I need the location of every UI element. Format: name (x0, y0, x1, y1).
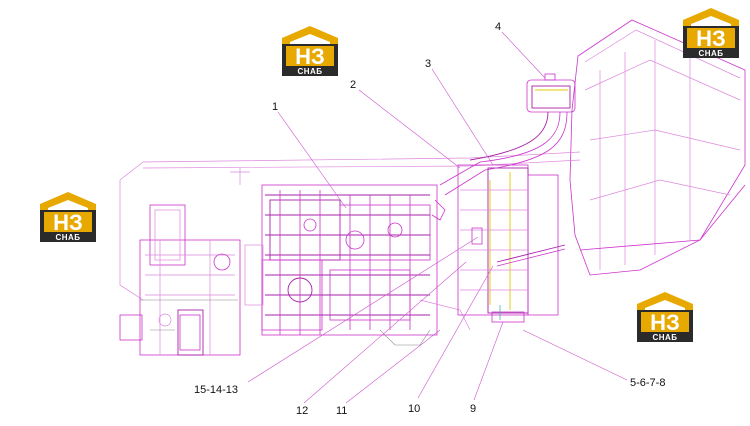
callout-labels: 1 2 3 4 5-6-7-8 9 10 11 12 15-14-13 (194, 21, 665, 417)
frame-rails (119, 151, 581, 301)
logo-top-text: НЗ (696, 26, 726, 51)
support-rod (496, 244, 566, 267)
leader-lines (247, 31, 628, 404)
radiator (457, 164, 559, 323)
logo-roof (282, 26, 338, 50)
callout-10: 10 (408, 403, 420, 415)
logo-top-text: НЗ (295, 44, 325, 69)
logo-bottom-text: СНАБ (652, 333, 677, 342)
logo-watermark-top-center: НЗ СНАБ (282, 26, 338, 76)
logo-watermark-bottom-right: НЗ СНАБ (637, 292, 693, 342)
transmission (119, 204, 241, 356)
callout-3: 3 (425, 58, 431, 70)
callout-4: 4 (495, 21, 501, 33)
logo-top-text: НЗ (53, 210, 83, 235)
logo-bottom-text: СНАБ (55, 233, 80, 242)
callout-1: 1 (272, 101, 278, 113)
callout-11: 11 (336, 405, 347, 417)
logo-bottom-text: СНАБ (297, 67, 322, 76)
callout-5-6-7-8: 5-6-7-8 (630, 377, 665, 389)
logo-top-text: НЗ (650, 310, 680, 335)
callout-9: 9 (470, 403, 476, 415)
callout-15-14-13: 15-14-13 (194, 384, 238, 396)
logo-watermark-top-right: НЗ СНАБ (683, 8, 739, 58)
logo-bottom-text: СНАБ (698, 49, 723, 58)
callout-2: 2 (350, 79, 356, 91)
callout-12: 12 (296, 405, 308, 417)
dump-body (569, 19, 746, 276)
expansion-tank (526, 73, 576, 113)
logo-watermark-left: НЗ СНАБ (40, 192, 96, 242)
engine-block (244, 184, 471, 346)
